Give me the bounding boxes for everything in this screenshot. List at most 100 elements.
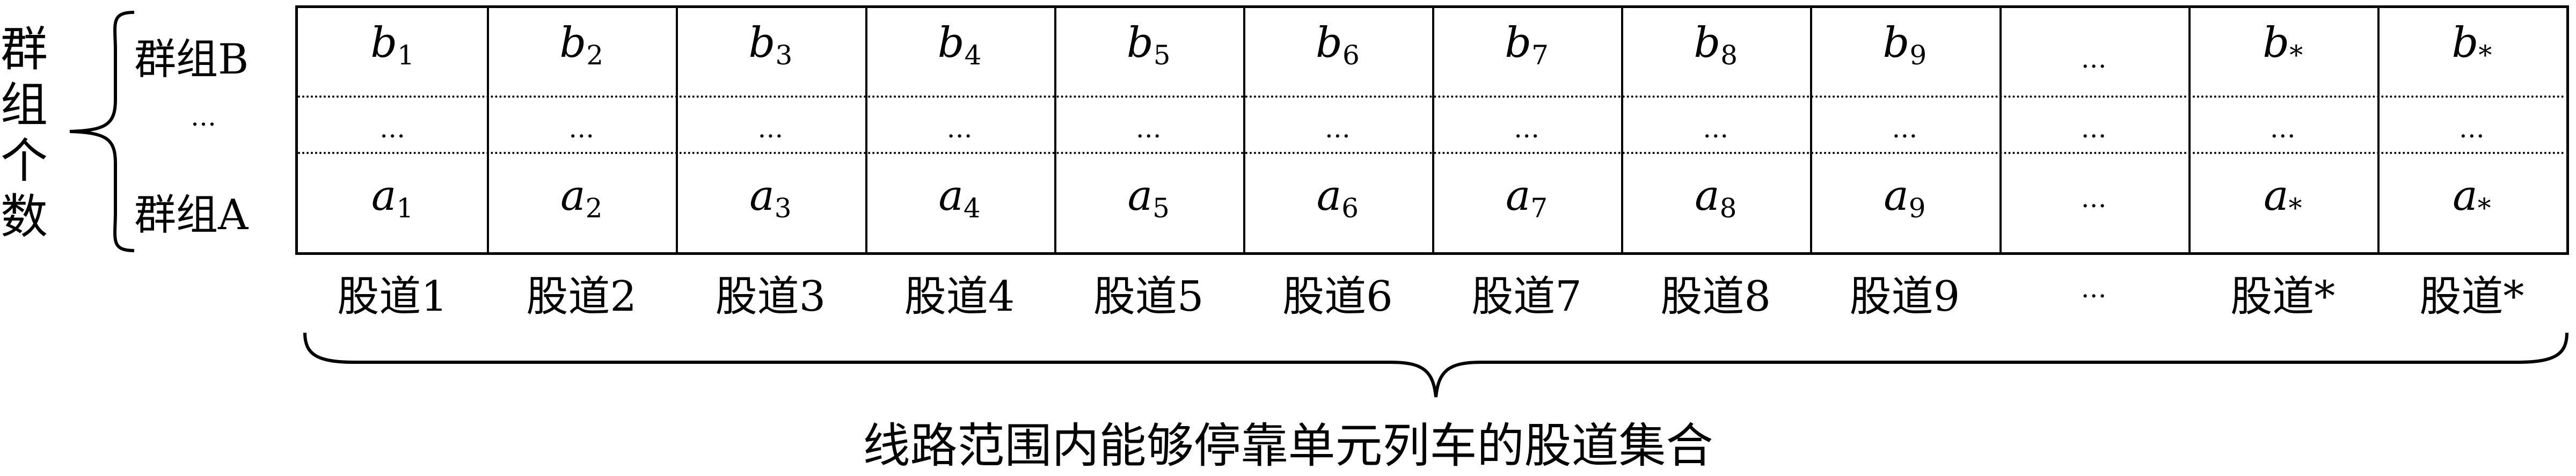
track-column: b5 … a5: [1054, 8, 1243, 252]
cell-middle: …: [1999, 99, 2188, 148]
track-label: 股道7: [1471, 273, 1582, 321]
cell-group-b: b7: [1432, 19, 1621, 71]
cell-subscript: *: [2478, 40, 2492, 71]
cell-subscript: 7: [1530, 193, 1548, 224]
track-column: b*…a*: [2188, 8, 2377, 252]
ellipsis-mark: …: [1892, 114, 1918, 144]
cell-subscript: 4: [964, 40, 982, 71]
cell-variable: b: [1882, 19, 1910, 67]
cell-variable: b: [2263, 19, 2290, 67]
cell-subscript: 3: [774, 193, 792, 224]
cell-subscript: 1: [396, 193, 414, 224]
cell-subscript: 4: [963, 193, 981, 224]
cell-subscript: 3: [775, 40, 793, 71]
cell-group-a: a8: [1621, 172, 1810, 224]
vertical-label-char: 组: [0, 77, 48, 133]
track-column: b7 … a7: [1432, 8, 1621, 252]
vertical-label-char: 个: [0, 133, 48, 188]
cell-group-b: b*: [2377, 19, 2566, 71]
cell-subscript: 6: [1342, 40, 1360, 71]
column-divider: [2377, 8, 2380, 252]
cell-subscript: 2: [586, 40, 604, 71]
cell-subscript: 9: [1908, 193, 1926, 224]
ellipsis-mark: …: [2081, 114, 2107, 144]
brace-left: [69, 11, 135, 252]
ellipsis-mark: …: [2081, 184, 2107, 214]
cell-variable: b: [937, 19, 965, 67]
cell-subscript: 8: [1719, 193, 1737, 224]
ellipsis-mark: …: [1324, 114, 1351, 144]
cell-subscript: 7: [1531, 40, 1549, 71]
track-label: 股道6: [1282, 273, 1393, 321]
cell-middle: …: [1432, 99, 1621, 148]
track-column: b1…a1: [298, 8, 487, 252]
cell-group-b: b9: [1810, 19, 1999, 71]
cell-middle: …: [1054, 99, 1243, 148]
cell-variable: b: [748, 19, 776, 67]
cell-group-a: a9: [1810, 172, 1999, 224]
cell-group-a: …: [1999, 169, 2188, 217]
cell-variable: a: [749, 172, 775, 220]
track-column: b2…a2: [487, 8, 676, 252]
track-label: 股道9: [1849, 273, 1960, 321]
track-column: b 8 … a8: [1621, 8, 1810, 252]
cell-variable: a: [1884, 172, 1909, 220]
vertical-label-char: 群: [0, 21, 48, 77]
cell-group-a: a*: [2188, 172, 2377, 224]
cell-variable: a: [2263, 172, 2289, 220]
cell-variable: a: [371, 172, 397, 220]
cell-subscript: 9: [1909, 40, 1927, 71]
cell-middle: …: [1243, 99, 1432, 148]
caption: 线路范围内能够停靠单元列车的股道集合: [863, 418, 1713, 473]
cell-group-a: a7: [1432, 172, 1621, 224]
ellipsis-mark: …: [757, 114, 784, 144]
cell-middle: …: [1810, 99, 1999, 148]
cell-subscript: 6: [1341, 193, 1359, 224]
track-label: 股道*: [2419, 273, 2524, 321]
track-column: … … …: [1999, 8, 2188, 252]
cell-variable: a: [560, 172, 586, 220]
cell-group-b: …: [1999, 30, 2188, 78]
cell-subscript: 1: [397, 40, 414, 71]
cell-group-a: a2: [487, 172, 676, 224]
track-label: 股道5: [1093, 273, 1204, 321]
track-label: 股道2: [526, 273, 637, 321]
track-column: b6…a6: [1243, 8, 1432, 252]
cell-variable: b: [1126, 19, 1154, 67]
cell-group-b: b6: [1243, 19, 1432, 71]
track-label: 股道4: [904, 273, 1015, 321]
cell-variable: b: [1694, 19, 1721, 67]
cell-variable: a: [1316, 172, 1342, 220]
cell-middle: …: [865, 99, 1054, 148]
ellipsis-mark: …: [2081, 44, 2107, 74]
column-divider: [487, 8, 490, 252]
vertical-label-char: 数: [0, 189, 48, 244]
cell-variable: b: [559, 19, 587, 67]
cell-group-a: a6: [1243, 172, 1432, 224]
cell-group-b: b*: [2188, 19, 2377, 71]
ellipsis-mark: …: [380, 114, 406, 144]
cell-variable: b: [370, 19, 398, 67]
column-divider: [2188, 8, 2191, 252]
cell-group-b: b5: [1054, 19, 1243, 71]
ellipsis-mark: …: [2458, 114, 2485, 144]
cell-subscript: *: [2477, 193, 2491, 224]
cell-variable: b: [2451, 19, 2479, 67]
cell-middle: …: [1621, 99, 1810, 148]
cell-group-b: b1: [298, 19, 487, 71]
column-divider: [1621, 8, 1624, 252]
column-divider: [676, 8, 678, 252]
cell-middle: …: [298, 99, 487, 148]
cell-variable: a: [2453, 172, 2478, 220]
cell-group-a: a5: [1054, 172, 1243, 224]
column-divider: [1432, 8, 1434, 252]
group-count-label: 群 组 个 数: [0, 21, 48, 245]
track-label: …: [2081, 274, 2107, 304]
cell-subscript: *: [2289, 40, 2303, 71]
cell-group-a: a*: [2377, 172, 2566, 224]
cell-variable: a: [1127, 172, 1153, 220]
cell-middle: …: [676, 99, 865, 148]
ellipsis-mark: …: [946, 114, 973, 144]
